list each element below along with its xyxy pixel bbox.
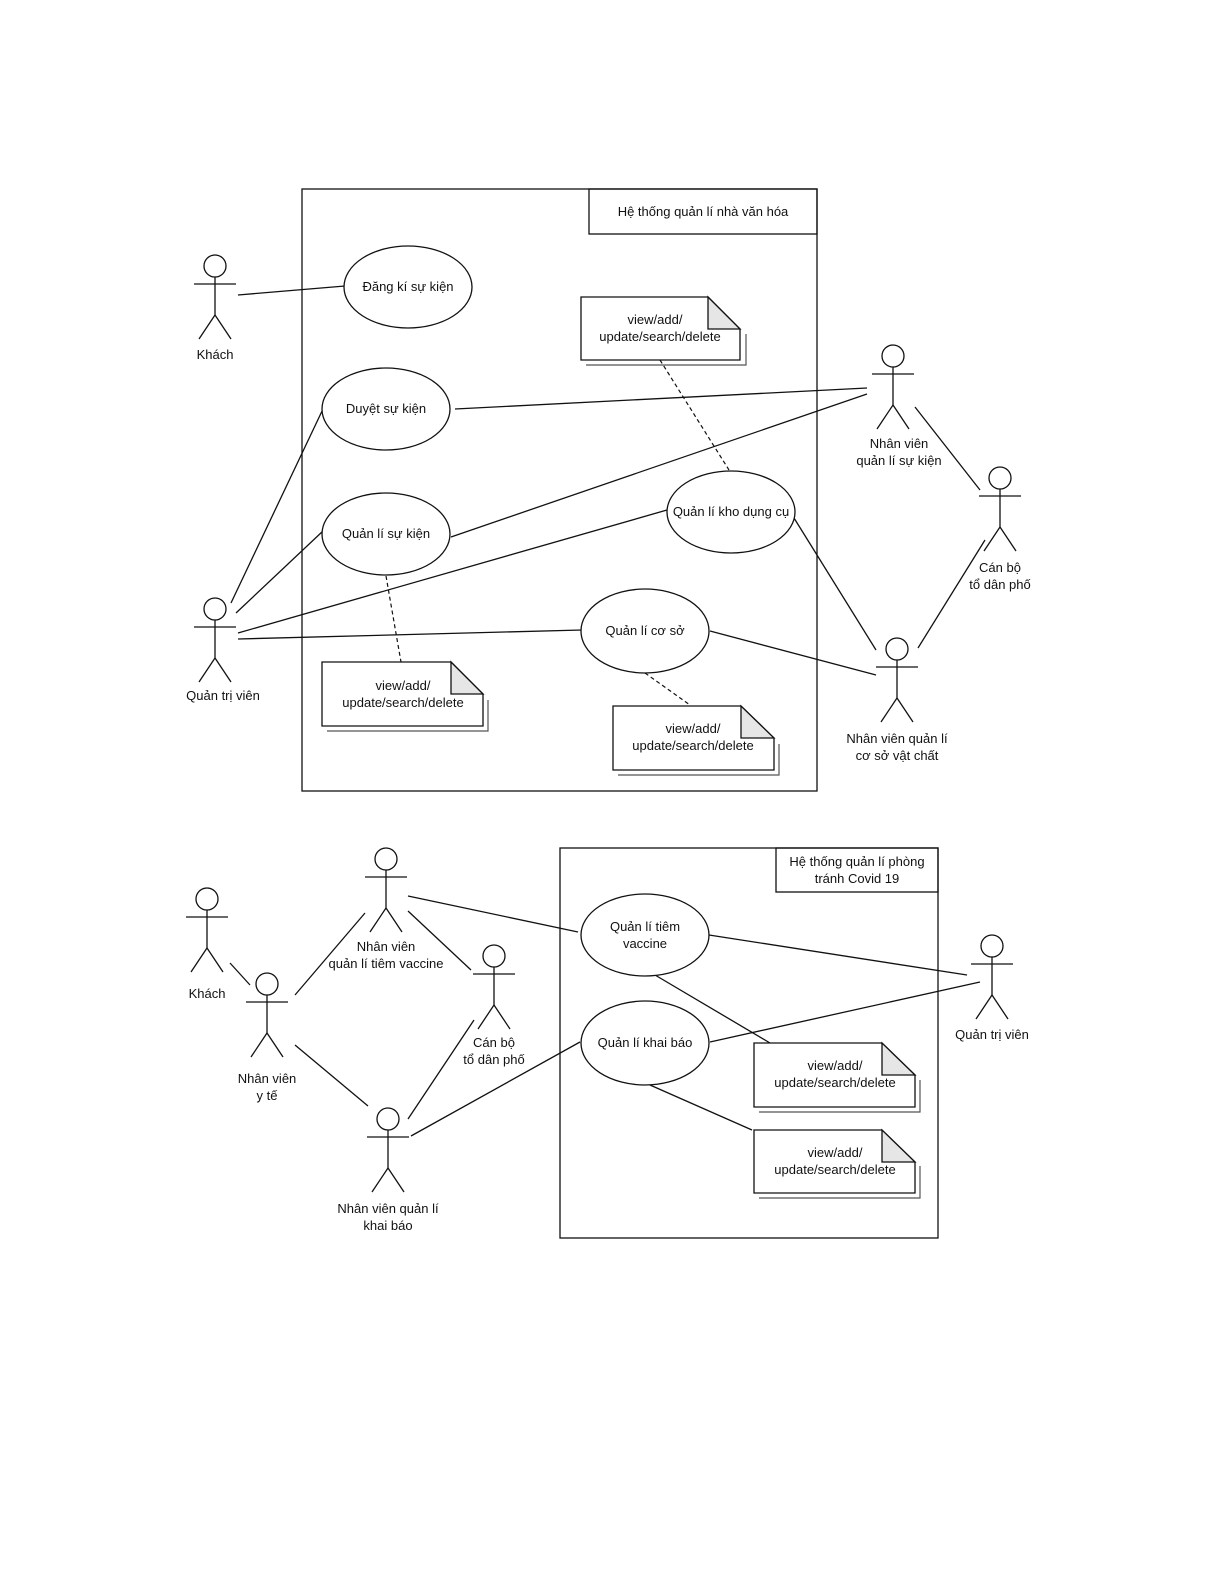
assoc-officer-declstaff xyxy=(407,1019,475,1120)
actor-label-line-1: Nhân viên quản lí xyxy=(846,731,948,746)
associations-2 xyxy=(229,895,981,1137)
use-case-manage-vaccination: Quản lí tiêm vaccine xyxy=(580,893,710,977)
system-title-box-2 xyxy=(775,847,939,893)
actor-label-line-2: quản lí tiêm vaccine xyxy=(329,956,444,971)
assoc-admin-approve xyxy=(230,408,324,604)
note-line-2: update/search/delete xyxy=(774,1162,895,1177)
use-case-manage-events: Quản lí sự kiện xyxy=(321,492,451,576)
use-case-label: Quản lí khai báo xyxy=(598,1035,693,1050)
note-line-1: view/add/ xyxy=(628,312,683,327)
use-case-manage-declaration: Quản lí khai báo xyxy=(580,1000,710,1086)
assoc-declstaff-declaration xyxy=(410,1041,581,1137)
note-link-events xyxy=(385,575,402,663)
diagram-covid-prevention: Hệ thống quản lí phòng tránh Covid 19 Qu… xyxy=(186,847,1029,1239)
use-case-label: Quản lí cơ sở xyxy=(605,623,685,638)
use-case-label: Đăng kí sự kiện xyxy=(362,279,453,294)
note-vaccination: view/add/ update/search/delete xyxy=(753,1041,921,1113)
assoc-admin-facility xyxy=(237,629,583,640)
use-case-label: Quản lí kho dụng cụ xyxy=(673,504,789,519)
actor-declaration-staff: Nhân viên quản lí khai báo xyxy=(337,1107,439,1233)
actor-label-line-1: Cán bộ xyxy=(473,1035,515,1050)
actor-label-line-1: Nhân viên xyxy=(357,939,416,954)
note-line-1: view/add/ xyxy=(666,721,721,736)
assoc-vaccinestaff-medical xyxy=(294,912,366,996)
actor-label-line-2: khai báo xyxy=(363,1218,412,1233)
system-boundary-1 xyxy=(301,188,818,792)
note-link-facility xyxy=(644,672,691,706)
system-title-1: Hệ thống quản lí nhà văn hóa xyxy=(618,204,789,219)
note-line-2: update/search/delete xyxy=(599,329,720,344)
assoc-eventstaff-officer xyxy=(914,406,981,491)
use-case-label-line-2: vaccine xyxy=(623,936,667,951)
use-case-manage-facility: Quản lí cơ sở xyxy=(580,588,710,674)
actor-label: Khách xyxy=(189,986,226,1001)
actor-admin-2: Quản trị viên xyxy=(955,934,1029,1042)
system-boundary-2 xyxy=(559,847,939,1239)
actor-label-line-1: Nhân viên quản lí xyxy=(337,1201,439,1216)
assoc-manage-eventstaff xyxy=(450,393,868,538)
use-case-label-line-1: Quản lí tiêm xyxy=(610,919,680,934)
note-links-1 xyxy=(385,359,730,706)
actor-label-line-1: Nhân viên xyxy=(870,436,929,451)
diagram-cultural-house: Hệ thống quản lí nhà văn hóa Đăng kí sự … xyxy=(186,188,1031,792)
assoc-admin-manage xyxy=(235,530,324,614)
associations-1 xyxy=(230,285,986,676)
assoc-facility-facilitystaff xyxy=(709,630,877,676)
actor-admin: Quản trị viên xyxy=(186,597,260,703)
actor-neighborhood-officer-1: Cán bộ tổ dân phố xyxy=(969,466,1031,592)
use-case-approve-event: Duyệt sự kiện xyxy=(321,367,451,451)
assoc-declaration-admin xyxy=(709,981,981,1043)
actor-event-staff: Nhân viên quản lí sự kiện xyxy=(856,344,942,468)
actor-label-line-1: Cán bộ xyxy=(979,560,1021,575)
assoc-khach-register xyxy=(237,285,346,296)
assoc-vaccinestaff-officer xyxy=(407,910,472,971)
actor-label: Khách xyxy=(197,347,234,362)
actor-label-line-1: Nhân viên xyxy=(238,1071,297,1086)
assoc-approve-eventstaff xyxy=(454,387,868,410)
actor-vaccine-staff: Nhân viên quản lí tiêm vaccine xyxy=(329,847,444,971)
note-facility: view/add/ update/search/delete xyxy=(612,704,780,776)
assoc-vaccinestaff-vaccination xyxy=(407,895,579,933)
actor-label-line-2: cơ sở vật chất xyxy=(856,748,939,763)
use-case-register-event: Đăng kí sự kiện xyxy=(343,245,473,329)
system-title-2-line-2: tránh Covid 19 xyxy=(815,871,900,886)
assoc-declaration-note xyxy=(649,1084,753,1131)
use-case-label: Duyệt sự kiện xyxy=(346,401,426,416)
actor-label-line-2: quản lí sự kiện xyxy=(856,453,941,468)
assoc-khach-medical xyxy=(229,962,251,986)
actor-neighborhood-officer-2: Cán bộ tổ dân phố xyxy=(463,944,525,1067)
actor-label: Quản trị viên xyxy=(186,688,260,703)
assoc-vaccination-note xyxy=(654,974,771,1044)
note-line-2: update/search/delete xyxy=(774,1075,895,1090)
system-title-box-1 xyxy=(588,188,818,235)
note-line-2: update/search/delete xyxy=(632,738,753,753)
use-case-label: Quản lí sự kiện xyxy=(342,526,430,541)
note-line-1: view/add/ xyxy=(376,678,431,693)
actor-label-line-2: tổ dân phố xyxy=(969,577,1030,592)
note-equipment: view/add/ update/search/delete xyxy=(580,295,747,366)
assoc-facilitystaff-officer xyxy=(917,539,986,649)
actor-khach-2: Khách xyxy=(186,887,228,1001)
actor-label: Quản trị viên xyxy=(955,1027,1029,1042)
note-line-1: view/add/ xyxy=(808,1145,863,1160)
assoc-vaccination-admin xyxy=(708,934,968,976)
assoc-admin-equipment xyxy=(237,509,668,634)
note-line-2: update/search/delete xyxy=(342,695,463,710)
actor-facility-staff: Nhân viên quản lí cơ sở vật chất xyxy=(846,637,948,763)
use-case-manage-equipment: Quản lí kho dụng cụ xyxy=(666,470,796,554)
actor-label-line-2: y tế xyxy=(257,1088,279,1103)
note-line-1: view/add/ xyxy=(808,1058,863,1073)
actor-label-line-2: tổ dân phố xyxy=(463,1052,524,1067)
note-events: view/add/ update/search/delete xyxy=(321,660,489,732)
note-declaration: view/add/ update/search/delete xyxy=(753,1128,921,1199)
note-link-equipment xyxy=(659,359,730,471)
actor-medical-staff: Nhân viên y tế xyxy=(238,972,297,1103)
actor-khach: Khách xyxy=(194,254,236,362)
assoc-equipment-facilitystaff xyxy=(793,517,877,651)
assoc-medical-declstaff xyxy=(294,1044,369,1107)
system-title-2-line-1: Hệ thống quản lí phòng xyxy=(789,854,924,869)
